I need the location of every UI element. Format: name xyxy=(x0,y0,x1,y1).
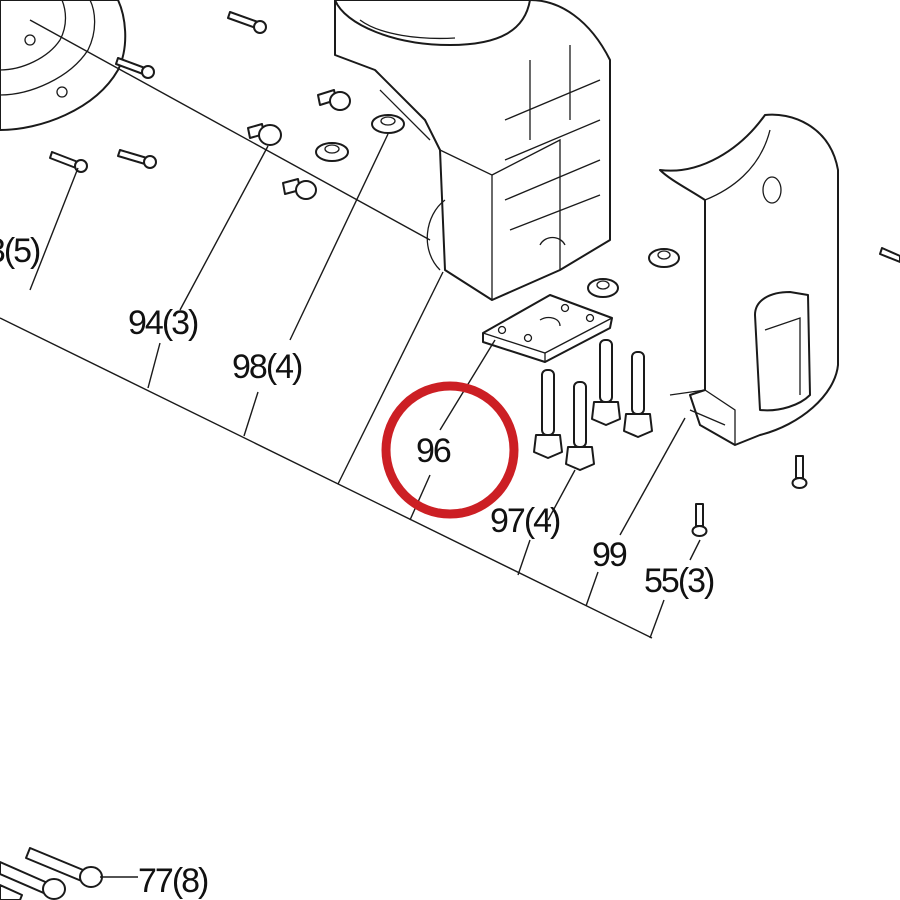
upper-housing xyxy=(334,0,611,301)
screws-55 xyxy=(691,455,808,537)
nut-left-b xyxy=(315,142,349,162)
bolt-97-a xyxy=(533,369,563,459)
screw-small-5 xyxy=(879,247,900,263)
callout-96: 96 xyxy=(416,432,451,470)
screw-77-b xyxy=(0,861,66,900)
bolts-97 xyxy=(533,339,653,471)
bracket-plate-96 xyxy=(482,294,613,363)
callout-98: 98(4) xyxy=(232,348,302,386)
nut-right-b xyxy=(648,248,680,268)
callout-55: 55(3) xyxy=(644,562,714,600)
highlight-circle xyxy=(381,381,519,519)
bolt-97-d xyxy=(623,351,653,438)
callout-97: 97(4) xyxy=(490,502,560,540)
shoulder-screws xyxy=(247,89,351,200)
screws-77 xyxy=(0,847,103,900)
motor-flange-plate xyxy=(0,0,127,131)
leader-lines xyxy=(0,19,701,878)
screw-55-b xyxy=(691,503,708,537)
small-screws xyxy=(49,11,900,263)
screw-small-2 xyxy=(115,57,155,79)
screw-shoulder-c xyxy=(282,178,317,200)
callout-94: 94(3) xyxy=(128,304,198,342)
bolt-97-b xyxy=(565,381,595,471)
callout-99: 99 xyxy=(592,536,627,574)
screw-small-4 xyxy=(49,151,88,173)
callout-53: 53(5) xyxy=(0,232,40,270)
screw-shoulder-a xyxy=(317,89,351,111)
callout-77: 77(8) xyxy=(138,862,208,900)
screw-small-1 xyxy=(227,11,267,34)
flange-nuts xyxy=(315,114,680,298)
screw-77-c xyxy=(0,884,23,900)
callout-labels: 53(5) 94(3) 98(4) 96 97(4) 99 55(3) 77(8… xyxy=(0,232,716,900)
nut-left-a xyxy=(371,114,405,134)
nut-right-a xyxy=(587,278,619,298)
bolt-97-c xyxy=(591,339,621,426)
screw-shoulder-b xyxy=(247,123,282,146)
side-cover-99 xyxy=(659,113,839,446)
screw-small-3 xyxy=(117,149,157,169)
screw-55-a xyxy=(791,455,808,489)
